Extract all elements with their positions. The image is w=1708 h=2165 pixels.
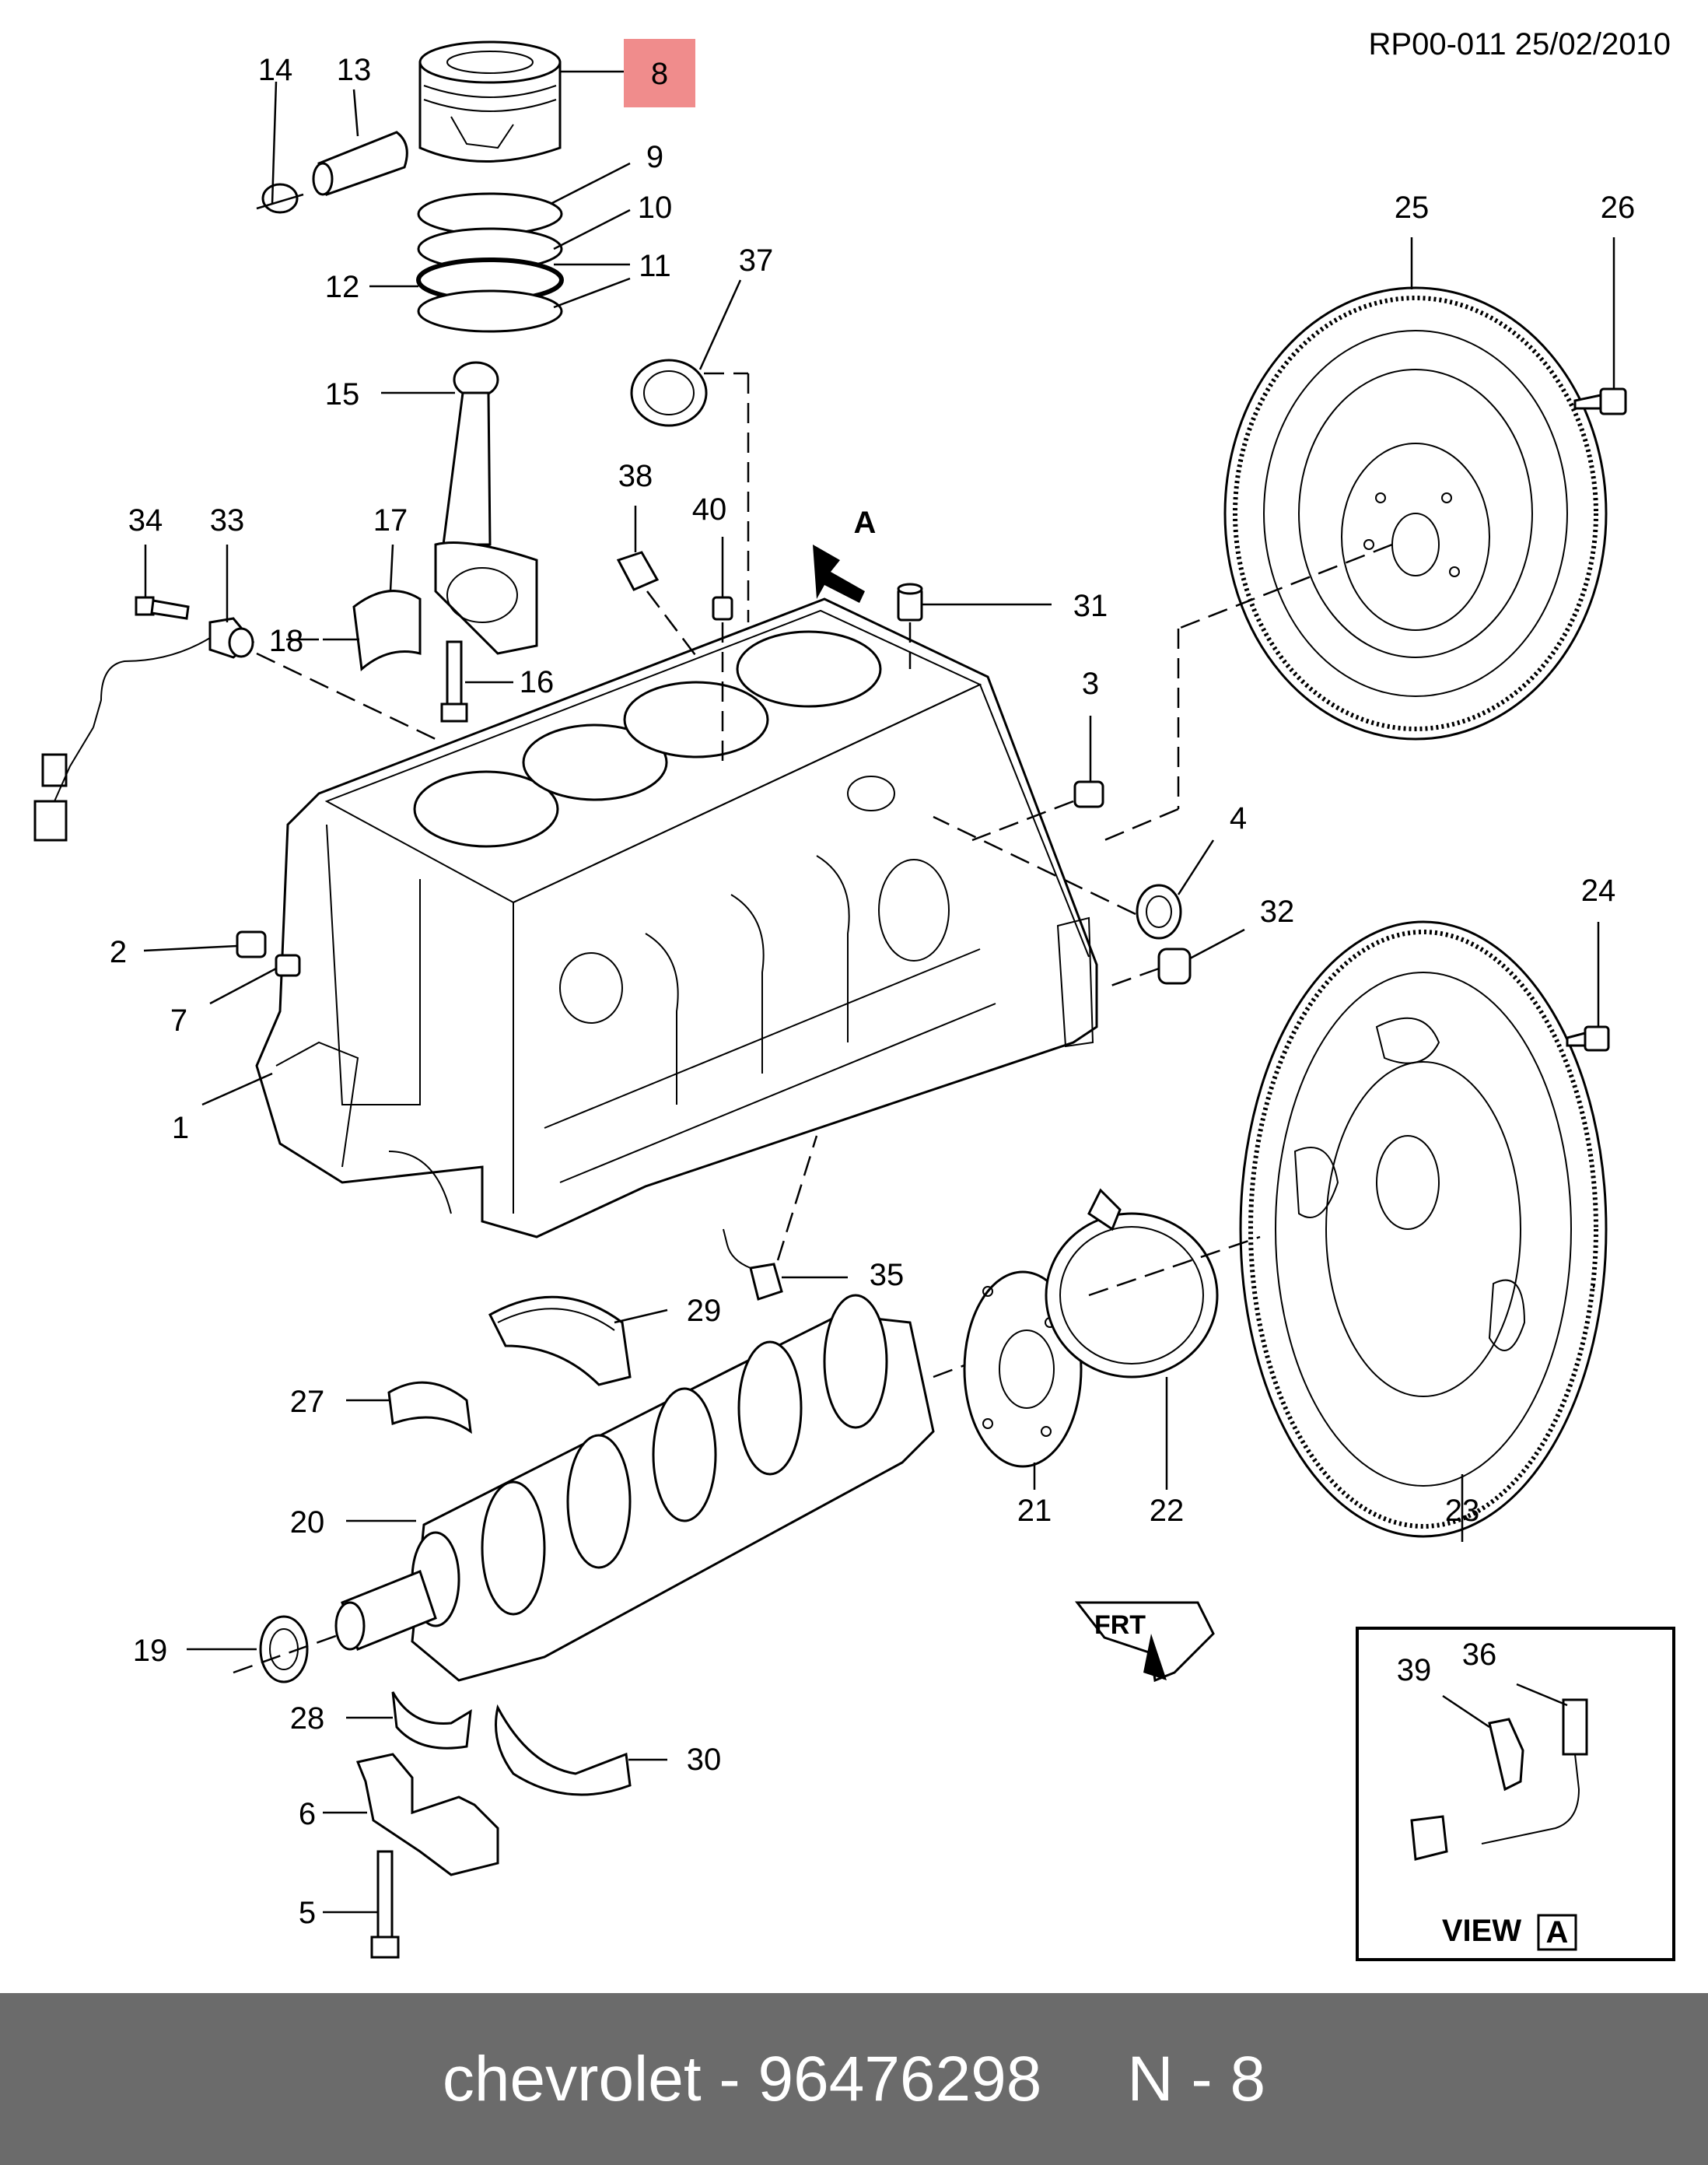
callout-15[interactable]: 15	[325, 377, 360, 412]
callout-14[interactable]: 14	[258, 53, 293, 87]
callout-34[interactable]: 34	[128, 503, 163, 538]
highlight-box	[624, 39, 695, 107]
bolt-24	[1566, 1025, 1610, 1052]
inset-title: VIEW	[1442, 1914, 1521, 1948]
rear-seal-22	[1045, 1188, 1219, 1379]
engine-block	[255, 597, 1098, 1238]
knock-sensor-33	[33, 617, 255, 842]
footer-ref: N - 8	[1127, 2043, 1266, 2114]
front-arrow-icon	[1074, 1601, 1215, 1683]
callout-25[interactable]: 25	[1395, 191, 1430, 225]
callout-31[interactable]: 31	[1073, 589, 1108, 623]
callout-12[interactable]: 12	[325, 270, 360, 304]
callout-32[interactable]: 32	[1260, 895, 1295, 929]
inset-letter: A	[1546, 1915, 1569, 1950]
bearing-cap-6	[355, 1753, 499, 1876]
callout-23[interactable]: 23	[1445, 1494, 1480, 1528]
callout-6[interactable]: 6	[299, 1797, 316, 1831]
callout-30[interactable]: 30	[687, 1743, 722, 1777]
callout-35[interactable]: 35	[870, 1258, 905, 1292]
callout-5[interactable]: 5	[299, 1896, 316, 1930]
callout-21[interactable]: 21	[1017, 1494, 1052, 1528]
callout-7[interactable]: 7	[170, 1004, 187, 1038]
callout-36[interactable]: 36	[1462, 1638, 1497, 1672]
callout-11[interactable]: 11	[639, 249, 671, 283]
callout-18[interactable]: 18	[269, 624, 304, 658]
callout-39[interactable]: 39	[1397, 1653, 1432, 1687]
callout-3[interactable]: 3	[1082, 667, 1099, 701]
flywheel-25	[1223, 286, 1608, 741]
front-marker: FRT	[1094, 1610, 1146, 1640]
inset-view-a	[1356, 1627, 1675, 1961]
plug-38	[616, 551, 660, 591]
callout-37[interactable]: 37	[739, 243, 774, 278]
plug-32	[1157, 948, 1192, 985]
callout-19[interactable]: 19	[133, 1634, 168, 1668]
callout-4[interactable]: 4	[1230, 801, 1247, 836]
callout-20[interactable]: 20	[290, 1505, 325, 1540]
front-seal-19	[259, 1615, 309, 1683]
bearing-29	[488, 1295, 632, 1386]
piston-pin	[312, 131, 408, 196]
callout-13[interactable]: 13	[337, 53, 372, 87]
callout-26[interactable]: 26	[1601, 191, 1636, 225]
view-marker-a: A	[854, 506, 877, 540]
footer-brand: chevrolet - 96476298	[442, 2043, 1042, 2114]
bolt-31	[897, 583, 923, 622]
view-arrow-icon	[813, 545, 865, 603]
crankshaft-20	[334, 1294, 935, 1682]
bearing-27	[387, 1381, 472, 1435]
bolt-34	[135, 596, 190, 620]
bolt-5	[370, 1850, 400, 1959]
pin-7	[275, 954, 301, 977]
callout-24[interactable]: 24	[1581, 874, 1616, 908]
dowel-2	[236, 930, 267, 958]
callout-40[interactable]: 40	[692, 492, 727, 527]
exploded-parts-diagram: RP00-011 25/02/2010 8	[33, 27, 1675, 1961]
connecting-rod	[434, 361, 538, 655]
rod-bolt	[440, 640, 468, 723]
expansion-plug-37	[630, 359, 708, 427]
callout-27[interactable]: 27	[290, 1385, 325, 1419]
rod-bearing	[352, 590, 422, 671]
callout-38[interactable]: 38	[618, 459, 653, 493]
oil-jet-35	[723, 1228, 783, 1301]
footer-bar: chevrolet - 96476298 N - 8	[0, 1993, 1708, 2165]
inset-letter-box	[1537, 1914, 1577, 1951]
callout-28[interactable]: 28	[290, 1701, 325, 1736]
callout-10[interactable]: 10	[638, 191, 673, 225]
piston-rings	[416, 192, 564, 333]
callout-29[interactable]: 29	[687, 1294, 722, 1328]
piston	[418, 40, 562, 163]
callout-8[interactable]: 8	[651, 57, 668, 91]
snap-ring	[261, 183, 299, 214]
bearing-30	[495, 1704, 632, 1796]
callout-1[interactable]: 1	[172, 1111, 189, 1145]
diagram-code: RP00-011 25/02/2010	[1369, 27, 1671, 61]
callout-33[interactable]: 33	[210, 503, 245, 538]
dowel-3	[1073, 780, 1104, 808]
pin-40	[712, 596, 733, 621]
callout-17[interactable]: 17	[373, 503, 408, 538]
callout-16[interactable]: 16	[520, 665, 555, 699]
callout-2[interactable]: 2	[110, 935, 127, 969]
flexplate-23	[1239, 920, 1608, 1538]
callout-9[interactable]: 9	[646, 140, 663, 174]
bearing-28	[391, 1691, 472, 1750]
bolt-26	[1573, 387, 1627, 415]
seal-4	[1136, 884, 1182, 940]
callout-22[interactable]: 22	[1150, 1494, 1185, 1528]
